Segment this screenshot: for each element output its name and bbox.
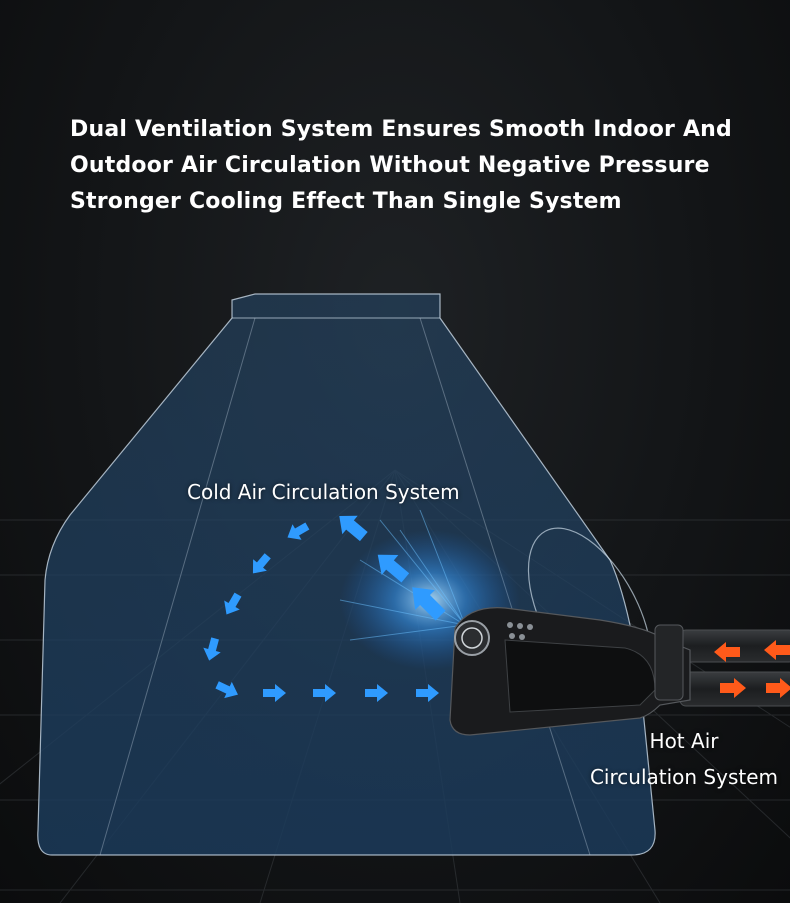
cold-air-arrows [203,515,446,702]
fan-icon [454,620,490,656]
hot-arrow [720,678,746,698]
hot-arrow [764,640,790,660]
headline: Dual Ventilation System Ensures Smooth I… [70,112,760,220]
cold-arrow [203,637,221,661]
cold-air-label: Cold Air Circulation System [187,480,460,504]
cold-arrow [416,684,439,702]
hot-air-label: Hot Air Circulation System [579,723,789,795]
cold-arrow [313,684,336,702]
hot-arrow [766,678,790,698]
cold-arrow [365,684,388,702]
air-conditioner-unit [449,607,691,736]
hot-air-arrows [714,640,790,698]
cold-air-rays [339,509,466,641]
hot-air-label-line-1: Hot Air [649,729,719,753]
cold-arrow [412,587,446,621]
cold-arrow [287,522,310,540]
hot-air-label-line-2: Circulation System [589,765,779,789]
cold-arrow [252,553,271,574]
cold-arrow [339,515,368,542]
headline-line-3: Stronger Cooling Effect Than Single Syst… [70,189,622,214]
cold-arrow [377,554,410,583]
cold-arrow [263,684,286,702]
cold-arrow [224,592,242,615]
cold-arrow [215,681,238,699]
hot-arrow [714,642,740,662]
headline-line-1: Dual Ventilation System Ensures Smooth I… [70,117,732,142]
headline-line-2: Outdoor Air Circulation Without Negative… [70,153,710,178]
